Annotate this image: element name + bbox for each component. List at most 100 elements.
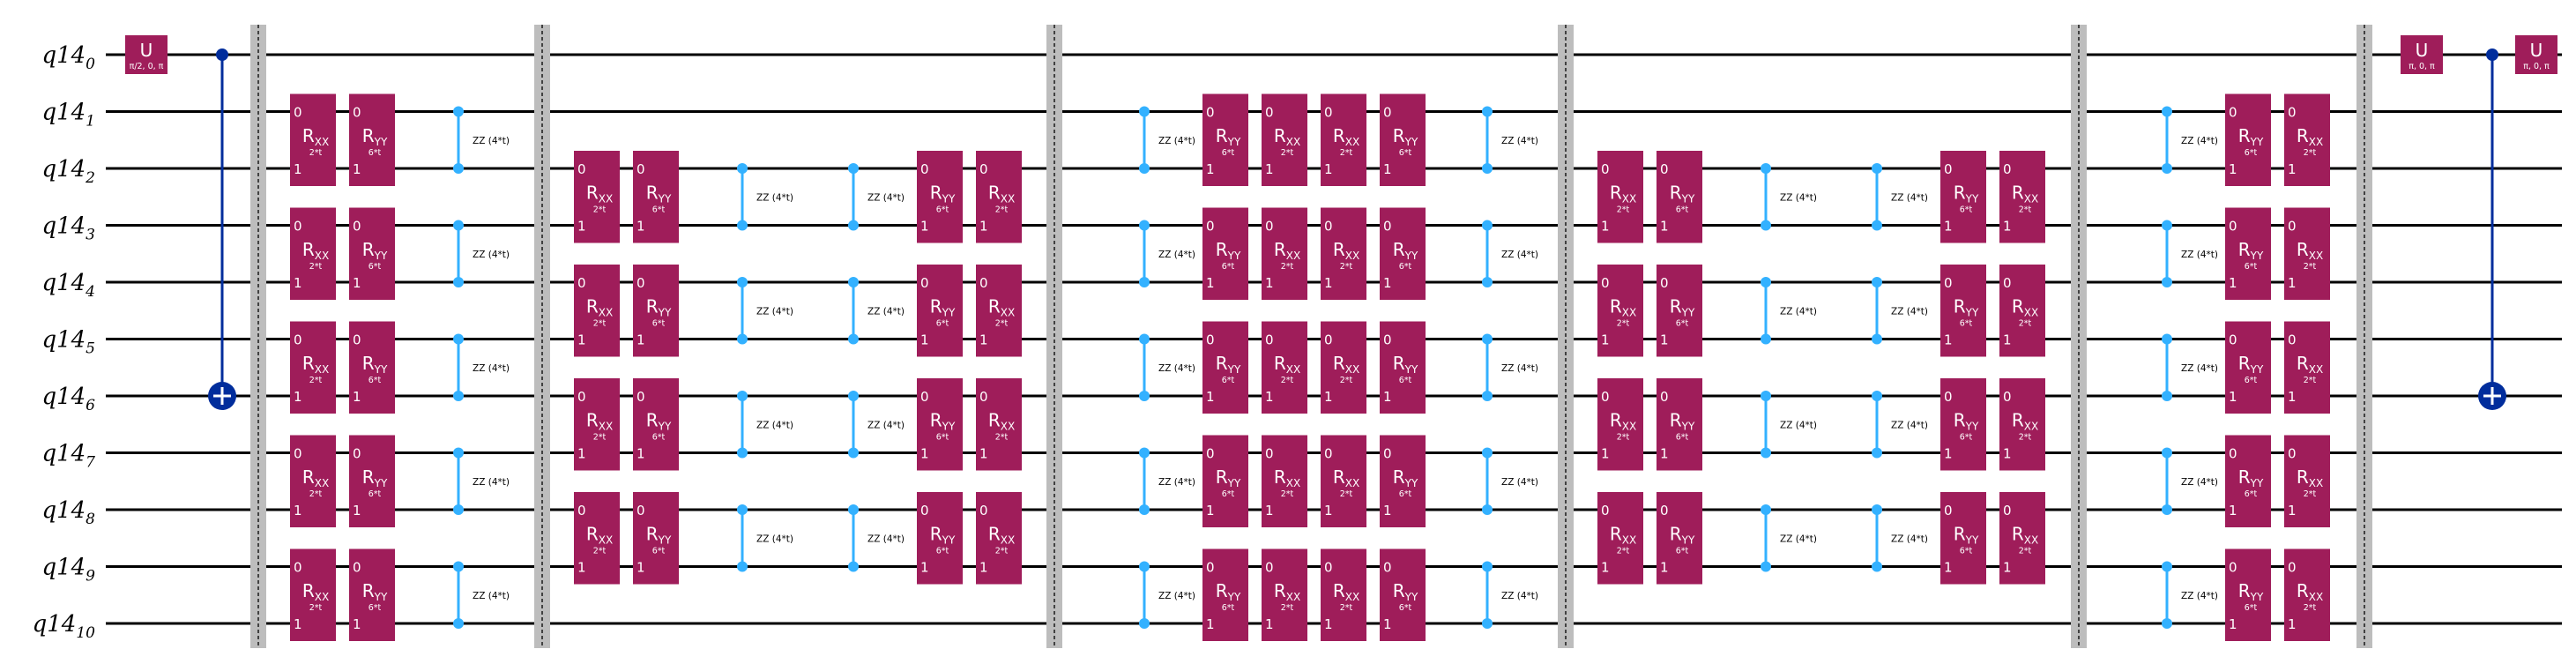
zz-gate[interactable]: ZZ (4*t) bbox=[1139, 561, 1195, 630]
zz-gate[interactable]: ZZ (4*t) bbox=[453, 447, 510, 516]
zz-gate[interactable]: ZZ (4*t) bbox=[848, 163, 905, 231]
cx-gate[interactable] bbox=[208, 48, 236, 410]
zz-gate[interactable]: ZZ (4*t) bbox=[848, 391, 905, 459]
zz-gate[interactable]: ZZ (4*t) bbox=[2162, 220, 2218, 288]
zz-gate[interactable]: ZZ (4*t) bbox=[1761, 504, 1817, 572]
zz-gate[interactable]: ZZ (4*t) bbox=[1482, 561, 1538, 630]
zz-gate[interactable]: ZZ (4*t) bbox=[1761, 277, 1817, 345]
zz-gate[interactable]: ZZ (4*t) bbox=[737, 391, 793, 459]
zz-gate[interactable]: ZZ (4*t) bbox=[1139, 447, 1195, 516]
zz-gate[interactable]: ZZ (4*t) bbox=[453, 106, 510, 175]
zz-gate[interactable]: ZZ (4*t) bbox=[2162, 561, 2218, 630]
zz-gate[interactable]: ZZ (4*t) bbox=[1139, 106, 1195, 175]
zz-gate[interactable]: ZZ (4*t) bbox=[1872, 504, 1928, 572]
zz-gate[interactable]: ZZ (4*t) bbox=[453, 220, 510, 288]
zz-gate[interactable]: ZZ (4*t) bbox=[1872, 277, 1928, 345]
zz-gate[interactable]: ZZ (4*t) bbox=[1482, 106, 1538, 175]
zz-gate[interactable]: ZZ (4*t) bbox=[2162, 106, 2218, 175]
zz-gate[interactable]: ZZ (4*t) bbox=[737, 163, 793, 231]
zz-gate[interactable]: ZZ (4*t) bbox=[1872, 391, 1928, 459]
u-gate[interactable]: Uπ/2, 0, π bbox=[125, 35, 168, 74]
cx-gate[interactable] bbox=[2478, 48, 2506, 410]
zz-gate[interactable]: ZZ (4*t) bbox=[1139, 333, 1195, 402]
u-gate[interactable]: Uπ, 0, π bbox=[2401, 35, 2443, 74]
zz-gate[interactable]: ZZ (4*t) bbox=[2162, 447, 2218, 516]
zz-gate[interactable]: ZZ (4*t) bbox=[1482, 333, 1538, 402]
zz-gate[interactable]: ZZ (4*t) bbox=[1761, 163, 1817, 231]
zz-gate[interactable]: ZZ (4*t) bbox=[1761, 391, 1817, 459]
zz-gate[interactable]: ZZ (4*t) bbox=[737, 277, 793, 345]
zz-gate[interactable]: ZZ (4*t) bbox=[453, 333, 510, 402]
zz-gate[interactable]: ZZ (4*t) bbox=[2162, 333, 2218, 402]
zz-gate[interactable]: ZZ (4*t) bbox=[848, 504, 905, 572]
zz-gate[interactable]: ZZ (4*t) bbox=[1139, 220, 1195, 288]
zz-gate[interactable]: ZZ (4*t) bbox=[848, 277, 905, 345]
zz-gate[interactable]: ZZ (4*t) bbox=[737, 504, 793, 572]
zz-gate[interactable]: ZZ (4*t) bbox=[1482, 220, 1538, 288]
zz-gate[interactable]: ZZ (4*t) bbox=[453, 561, 510, 630]
